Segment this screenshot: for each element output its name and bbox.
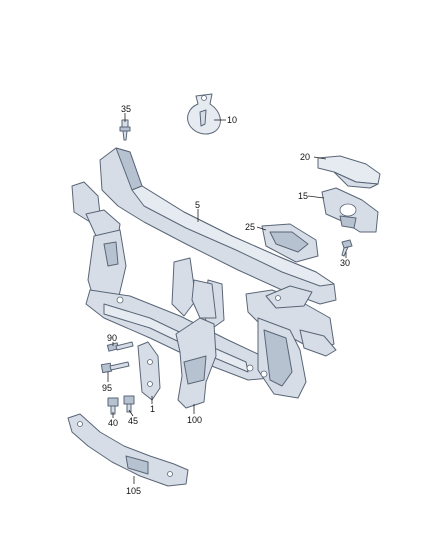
callouts: 35 10 5 20 15 25 30 90 95 40 45 1 100 10… xyxy=(102,104,350,496)
part-20-air-duct xyxy=(317,155,381,189)
callout-45: 45 xyxy=(128,416,138,426)
callout-100: 100 xyxy=(187,415,202,425)
part-40-bolt xyxy=(107,397,119,415)
callout-40: 40 xyxy=(108,418,118,428)
part-25-latch-plate xyxy=(261,223,319,263)
part-5-lock-carrier xyxy=(71,147,337,399)
part-10-clip-bag xyxy=(187,93,221,135)
callout-95: 95 xyxy=(102,383,112,393)
part-105-lower-air-guide xyxy=(67,413,189,487)
part-15-bracket xyxy=(321,187,379,233)
callout-90: 90 xyxy=(107,333,117,343)
part-45-bolt xyxy=(123,395,135,413)
leader-lines xyxy=(107,113,347,484)
callout-105: 105 xyxy=(126,486,141,496)
part-100-air-guide xyxy=(175,279,217,409)
callout-35: 35 xyxy=(121,104,131,114)
callout-30: 30 xyxy=(340,258,350,268)
part-95-screw xyxy=(100,361,130,374)
part-35-screw xyxy=(119,119,131,141)
part-30-screw xyxy=(341,239,353,257)
part-90-screw xyxy=(106,341,134,352)
callout-20: 20 xyxy=(300,152,310,162)
callout-25: 25 xyxy=(245,222,255,232)
callout-1: 1 xyxy=(150,404,155,414)
callout-5: 5 xyxy=(195,200,200,210)
callout-10: 10 xyxy=(227,115,237,125)
callout-15: 15 xyxy=(298,191,308,201)
part-1-bracket xyxy=(137,341,161,401)
